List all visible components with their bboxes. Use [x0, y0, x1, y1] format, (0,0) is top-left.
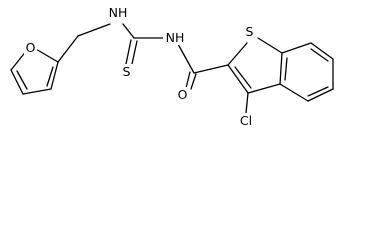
- bond-furan-c4-c5-inner: [16, 70, 28, 90]
- bond-benz-c4-c3a: [279, 83, 309, 102]
- bond-thio-c2-c3-inner: [234, 66, 252, 89]
- bond-furan-c2-c3-inner: [46, 66, 54, 87]
- bond-benz-c7-c6-inner: [310, 48, 329, 62]
- bond-benz-c7a-c3a-inner: [284, 57, 288, 81]
- bond-benz-c5-c4: [307, 88, 334, 102]
- amine-2-label: NH: [166, 30, 185, 45]
- bond-n1-cs: [122, 23, 135, 39]
- amine-1-label: NH: [109, 5, 128, 20]
- bonds: [10, 23, 334, 114]
- chlorine-label: Cl: [240, 113, 252, 128]
- bond-c2-ch2: [57, 35, 79, 63]
- carbonyl-oxygen-atom: O: [176, 87, 189, 102]
- bond-furan-c2-c3: [50, 61, 59, 90]
- bond-cs-s-b: [131, 40, 138, 65]
- amine-1-atom: NH: [106, 5, 130, 20]
- furan-oxygen-atom: O: [24, 40, 37, 55]
- thione-sulfur-label: S: [123, 64, 131, 79]
- amine-2-atom: NH: [163, 30, 187, 45]
- thiophene-sulfur-label: S: [246, 24, 254, 39]
- bond-benz-c5-c4-inner: [307, 86, 329, 97]
- bond-thio-c3-c3a: [247, 83, 281, 94]
- thiophene-sulfur-atom: S: [243, 24, 256, 39]
- bond-benz-c7-c6: [310, 42, 334, 60]
- furan-oxygen-label: O: [26, 40, 36, 55]
- bond-thio-c2-c3: [227, 64, 249, 94]
- bond-cs-s-a: [125, 39, 132, 65]
- bond-cco-c2: [193, 64, 229, 74]
- bond-ch2-n1: [77, 23, 111, 37]
- bond-n2-cco: [177, 43, 195, 74]
- bond-benz-c7a-c7: [281, 42, 312, 54]
- bond-cco-o-b: [190, 73, 197, 90]
- bond-benz-c7a-c3a: [279, 52, 283, 85]
- molecule-diagram: O NH S NH O S Cl: [10, 5, 334, 128]
- bond-thio-c3-cl: [245, 92, 249, 114]
- bond-thio-c2-s: [227, 42, 248, 66]
- thione-sulfur-atom: S: [120, 64, 133, 79]
- bond-thio-s-c7a: [257, 37, 283, 54]
- chlorine-atom: Cl: [236, 113, 256, 128]
- bond-furan-c3-c4: [22, 88, 52, 95]
- atom-labels: O NH S NH O S Cl: [24, 5, 256, 128]
- bond-furan-o-c2: [33, 47, 59, 63]
- bond-furan-c4-c5: [10, 69, 24, 95]
- bond-cco-o-a: [185, 71, 191, 89]
- carbonyl-oxygen-label: O: [178, 87, 188, 102]
